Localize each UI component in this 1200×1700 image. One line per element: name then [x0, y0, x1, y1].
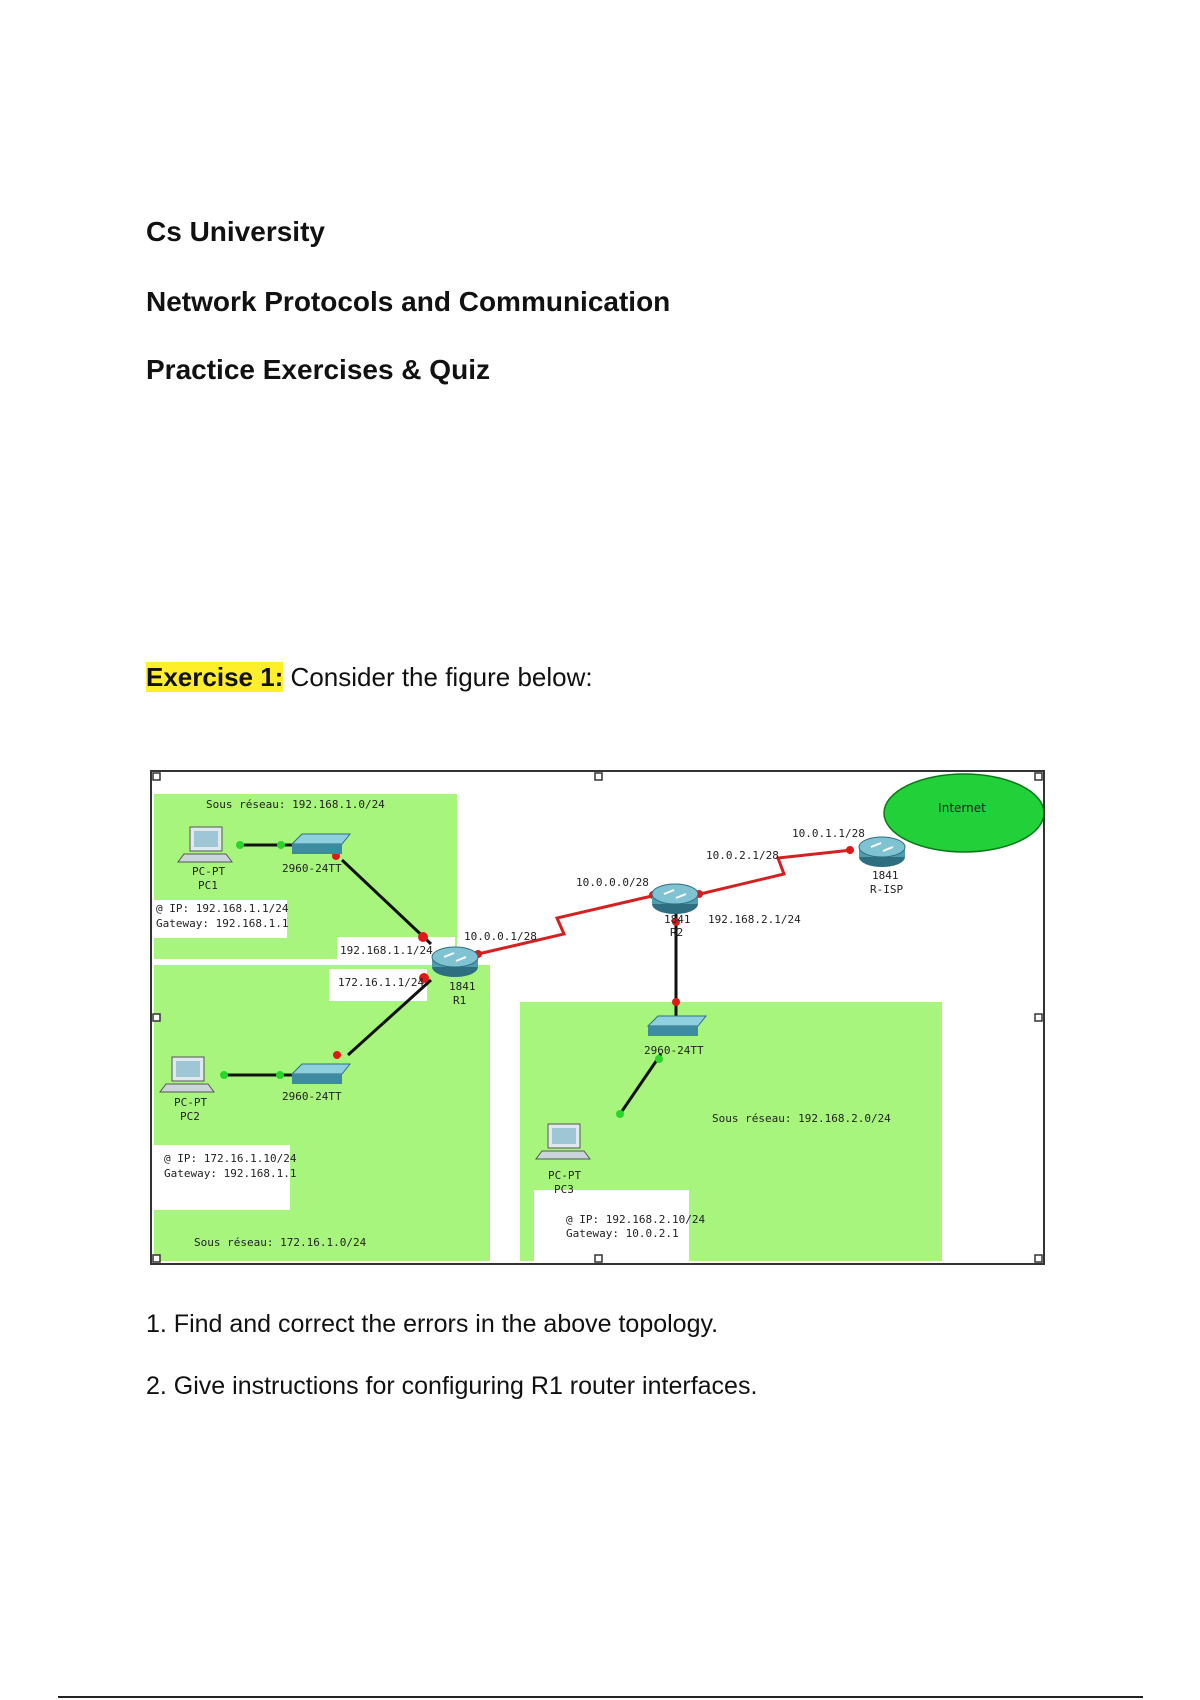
- wan-links: [477, 848, 853, 956]
- router-r2-name-label: R2: [670, 926, 683, 939]
- pc1-gateway-label: Gateway: 192.168.1.1: [156, 917, 288, 930]
- router-r1-model-label: 1841: [449, 980, 476, 993]
- document-subtitle: Practice Exercises & Quiz: [146, 354, 490, 385]
- pc1-ip-label: @ IP: 192.168.1.1/24: [156, 902, 289, 915]
- pc3-ip-label: @ IP: 192.168.2.10/24: [566, 1213, 705, 1226]
- pc3-name-label: PC3: [554, 1183, 574, 1196]
- r2-wan2-ip-label: 10.0.2.1/28: [706, 849, 779, 862]
- image-selection-handles: [152, 772, 1043, 1263]
- switch-sw2-label: 2960-24TT: [282, 1090, 342, 1103]
- switch-sw2-icon: [290, 1063, 352, 1084]
- question-1: 1. Find and correct the errors in the ab…: [146, 1310, 719, 1338]
- pc3-icon: [535, 1123, 591, 1160]
- router-r1-name-label: R1: [453, 994, 466, 1007]
- exercise-intro: Exercise 1: Consider the figure below:: [146, 662, 593, 693]
- university-title: Cs University: [146, 216, 325, 247]
- switch-sw3-icon: [646, 1015, 708, 1036]
- router-r2-model-label: 1841: [664, 913, 691, 926]
- r1-lan1-ip-label: 192.168.1.1/24: [340, 944, 433, 957]
- switch-sw1-icon: [290, 833, 352, 854]
- pc2-type-label: PC-PT: [174, 1096, 207, 1109]
- exercise-intro-text: Consider the figure below:: [283, 662, 593, 692]
- pc3-gateway-label: Gateway: 10.0.2.1: [566, 1227, 679, 1240]
- subnet-label-pc1: Sous réseau: 192.168.1.0/24: [206, 798, 385, 811]
- subnet-label-pc2: Sous réseau: 172.16.1.0/24: [194, 1236, 367, 1249]
- r1-lan2-ip-label: 172.16.1.1/24: [338, 976, 424, 989]
- pc1-name-label: PC1: [198, 879, 218, 892]
- pc2-ip-label: @ IP: 172.16.1.10/24: [164, 1152, 297, 1165]
- router-risp-name-label: R-ISP: [870, 883, 903, 896]
- question-2: 2. Give instructions for configuring R1 …: [146, 1372, 758, 1400]
- internet-label: Internet: [938, 801, 986, 815]
- exercise-label: Exercise 1:: [146, 662, 284, 692]
- internet-cloud: [883, 773, 1043, 853]
- switch-sw1-label: 2960-24TT: [282, 862, 342, 875]
- router-risp-model-label: 1841: [872, 869, 899, 882]
- risp-wan-ip-label: 10.0.1.1/28: [792, 827, 865, 840]
- subnet-zone-pc2: [154, 965, 490, 1261]
- r2-lan-ip-label: 192.168.2.1/24: [708, 913, 801, 926]
- router-r1-icon: [431, 946, 479, 977]
- pc1-type-label: PC-PT: [192, 865, 225, 878]
- pc2-gateway-label: Gateway: 192.168.1.1: [164, 1167, 296, 1180]
- pc3-type-label: PC-PT: [548, 1169, 581, 1182]
- topology-diagram: Internet: [152, 772, 1043, 1263]
- pc1-icon: [177, 826, 233, 863]
- course-title: Network Protocols and Communication: [146, 286, 671, 317]
- r2-wan1-ip-label: 10.0.0.0/28: [576, 876, 649, 889]
- switch-sw3-label: 2960-24TT: [644, 1044, 704, 1057]
- router-r2-icon: [651, 883, 699, 914]
- network-topology-figure: Internet: [150, 770, 1045, 1265]
- subnet-label-pc3: Sous réseau: 192.168.2.0/24: [712, 1112, 891, 1125]
- r1-wan-ip-label: 10.0.0.1/28: [464, 930, 537, 943]
- pc2-name-label: PC2: [180, 1110, 200, 1123]
- router-risp-icon: [858, 836, 906, 867]
- footer-rule: [58, 1696, 1143, 1698]
- pc2-icon: [159, 1056, 215, 1093]
